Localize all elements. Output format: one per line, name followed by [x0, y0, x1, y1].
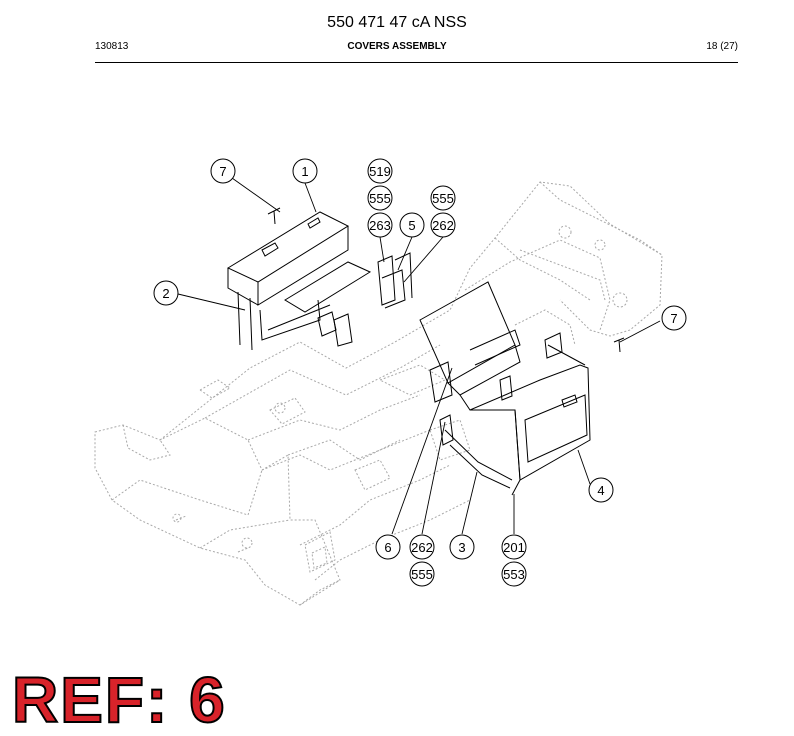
callout-1: 1: [292, 158, 318, 184]
callout-519: 519: [367, 158, 393, 184]
svg-text:7: 7: [219, 164, 226, 179]
svg-text:7: 7: [670, 311, 677, 326]
mounting-brackets: [317, 252, 413, 347]
callout-262-top: 262: [430, 212, 456, 238]
ref-label: REF: 6: [11, 664, 227, 736]
section-title: COVERS ASSEMBLY: [347, 41, 447, 52]
callout-6: 6: [375, 534, 401, 560]
callout-3: 3: [449, 534, 475, 560]
screw-fasteners: [267, 207, 625, 353]
svg-text:262: 262: [411, 540, 433, 555]
callout-5: 5: [399, 212, 425, 238]
callout-4: 4: [588, 477, 614, 503]
svg-text:3: 3: [458, 540, 465, 555]
frame-holes: [172, 225, 628, 549]
callout-201: 201: [501, 534, 527, 560]
callout-263: 263: [367, 212, 393, 238]
machine-frame: [94, 181, 663, 606]
leader-lines: [177, 177, 661, 535]
callout-7-right: 7: [661, 305, 687, 331]
date-code: 130813: [95, 41, 129, 52]
document-title: 550 471 47 cA NSS: [327, 14, 467, 31]
callout-555-a: 555: [367, 185, 393, 211]
header-rule: [95, 62, 738, 63]
svg-text:555: 555: [369, 191, 391, 206]
svg-text:553: 553: [503, 567, 525, 582]
callout-555-c: 555: [409, 561, 435, 587]
callout-262-bottom: 262: [409, 534, 435, 560]
svg-text:6: 6: [384, 540, 391, 555]
callout-2: 2: [153, 280, 179, 306]
svg-text:519: 519: [369, 164, 391, 179]
callout-553: 553: [501, 561, 527, 587]
svg-text:555: 555: [432, 191, 454, 206]
svg-text:555: 555: [411, 567, 433, 582]
page-number: 18 (27): [706, 41, 738, 52]
svg-text:263: 263: [369, 218, 391, 233]
svg-text:4: 4: [597, 483, 604, 498]
rear-cover-assembly: [226, 211, 372, 351]
callout-7-top: 7: [210, 158, 236, 184]
svg-text:2: 2: [162, 286, 169, 301]
callout-555-b: 555: [430, 185, 456, 211]
svg-text:1: 1: [301, 164, 308, 179]
svg-text:262: 262: [432, 218, 454, 233]
front-cover-assembly: [419, 281, 591, 496]
svg-text:201: 201: [503, 540, 525, 555]
svg-text:5: 5: [408, 218, 415, 233]
